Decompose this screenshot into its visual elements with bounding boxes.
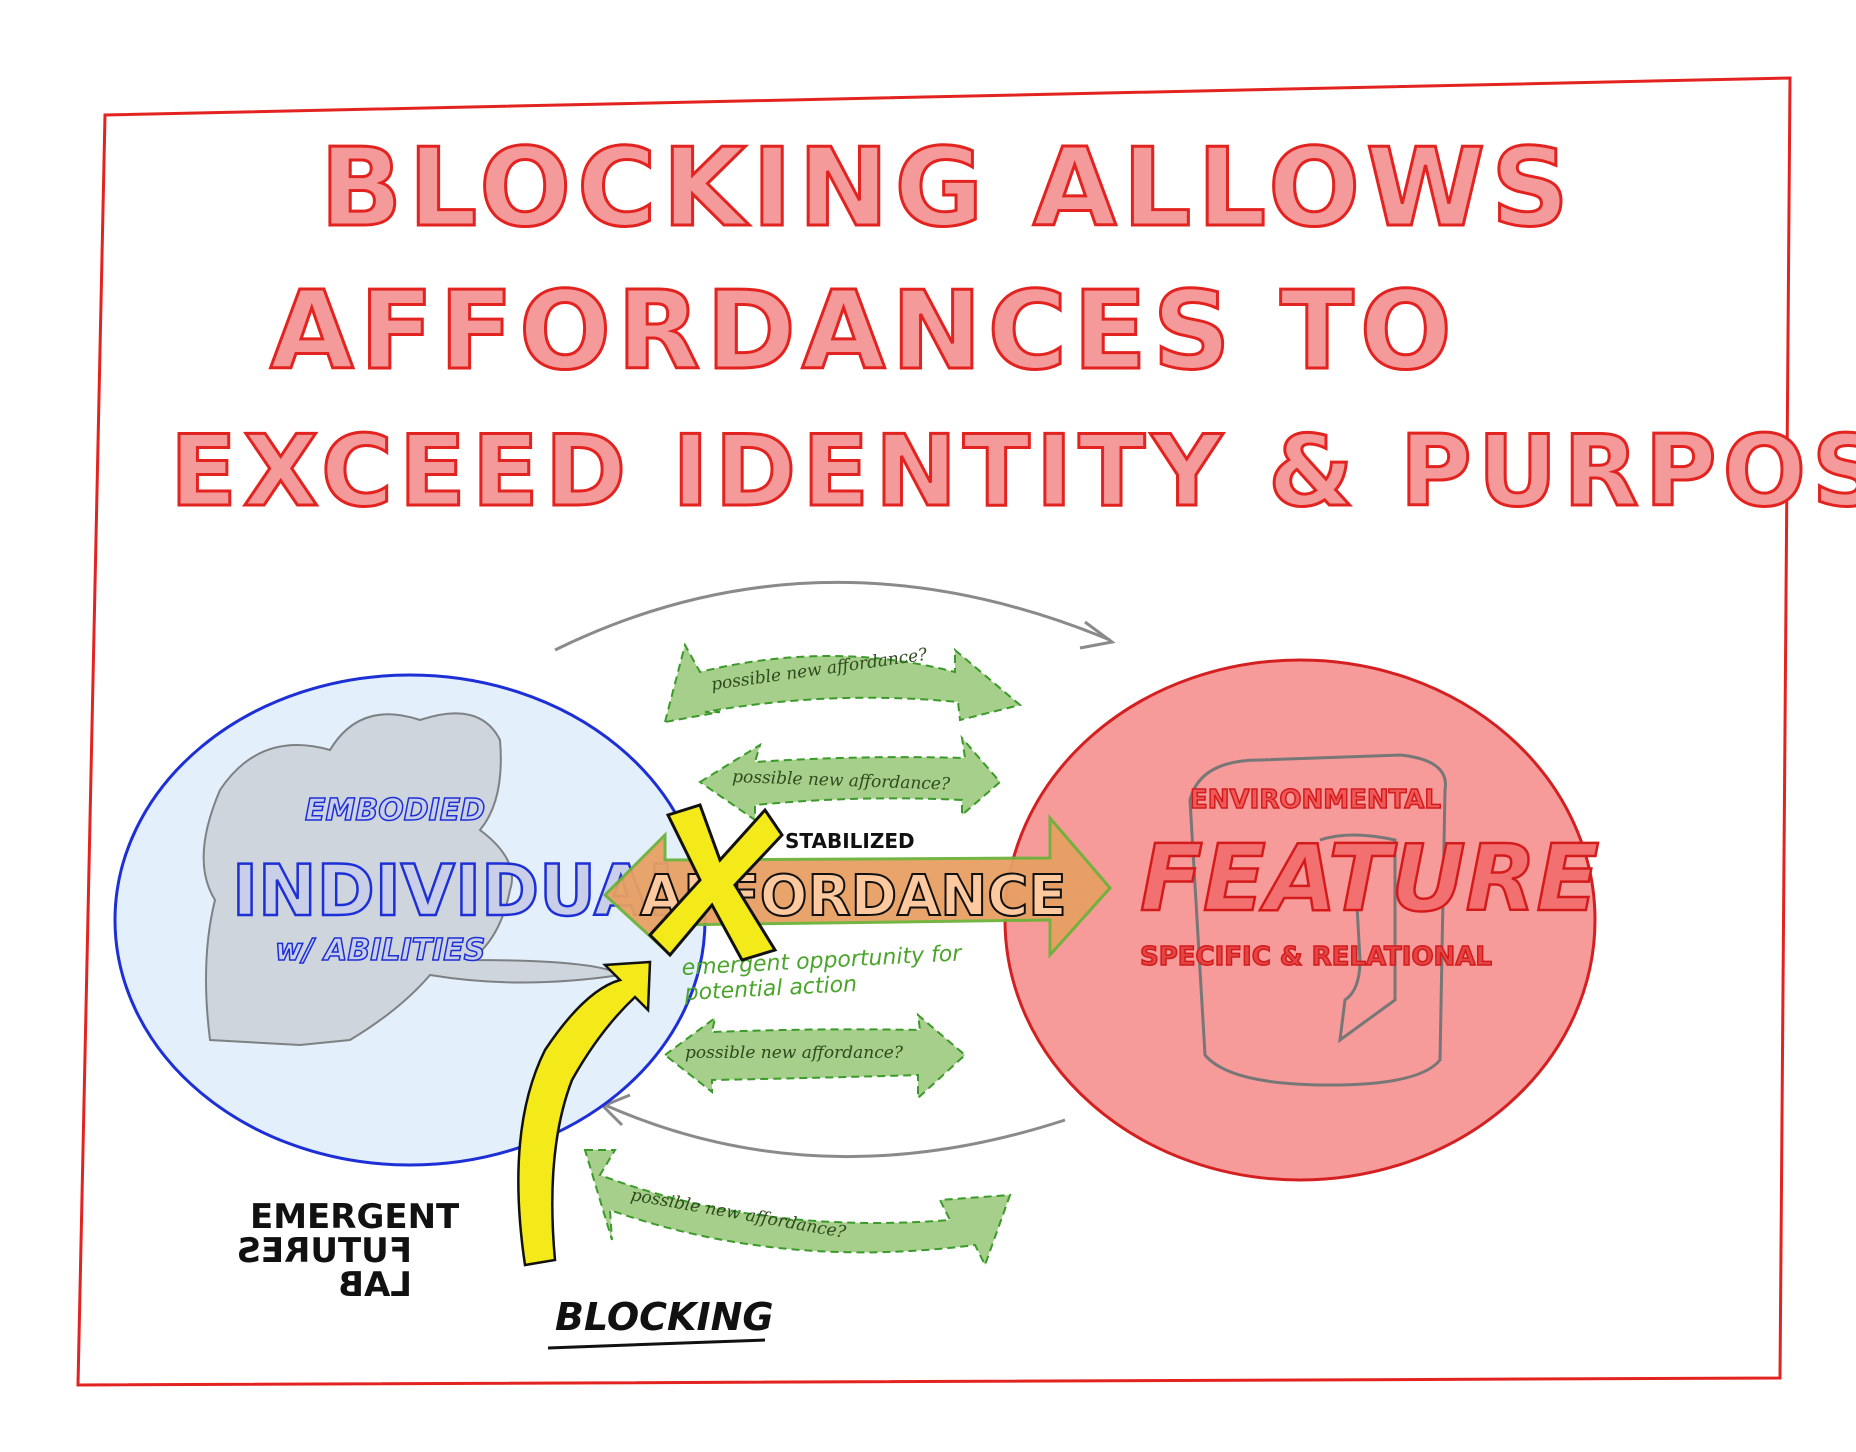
blocking-underline (547, 1338, 766, 1350)
top-curved-arrowhead (1079, 620, 1116, 650)
outer-frame (76, 76, 1792, 1387)
individual-top-label: EMBODIED (305, 793, 485, 828)
logo-line-1: EMERGENT (250, 1197, 460, 1237)
emergent-futures-lab-logo: EMERGENT FUTURES LAB (236, 1197, 460, 1305)
mug-handle-sketch (1319, 833, 1397, 1044)
logo-line-2: FUTURES (236, 1231, 412, 1271)
blocking-arrow (517, 960, 652, 1267)
top-curved-arrow (554, 580, 1111, 652)
possible-arrow-4: possible new affordance? (583, 1149, 1012, 1268)
head-sketch (202, 712, 623, 1047)
feature-main-label: FEATURE (1140, 825, 1599, 932)
possible-arrow-3: possible new affordance? (663, 1012, 967, 1101)
bottom-curved-arrow (604, 1103, 1066, 1159)
logo-line-3: LAB (338, 1265, 412, 1305)
individual-sub-label: w/ ABILITIES (275, 933, 485, 968)
possible-arrow-2: possible new affordance? (698, 734, 1002, 822)
possible-arrow-1: possible new affordance? (663, 642, 1023, 724)
title-line-1: BLOCKING ALLOWS (320, 126, 1575, 251)
feature-top-label: ENVIRONMENTAL (1190, 785, 1441, 815)
blocking-label: BLOCKING (555, 1295, 774, 1339)
feature-sub-label: SPECIFIC & RELATIONAL (1140, 942, 1492, 972)
possible-arrow-3-label: possible new affordance? (685, 1043, 904, 1063)
title-line-2: AFFORDANCES TO (270, 269, 1458, 394)
stabilized-top-label: STABILIZED (785, 829, 915, 853)
title-line-3: EXCEED IDENTITY & PURPOSE (170, 415, 1856, 529)
mug-sketch (1188, 753, 1447, 1087)
block-x-mark (647, 803, 784, 962)
